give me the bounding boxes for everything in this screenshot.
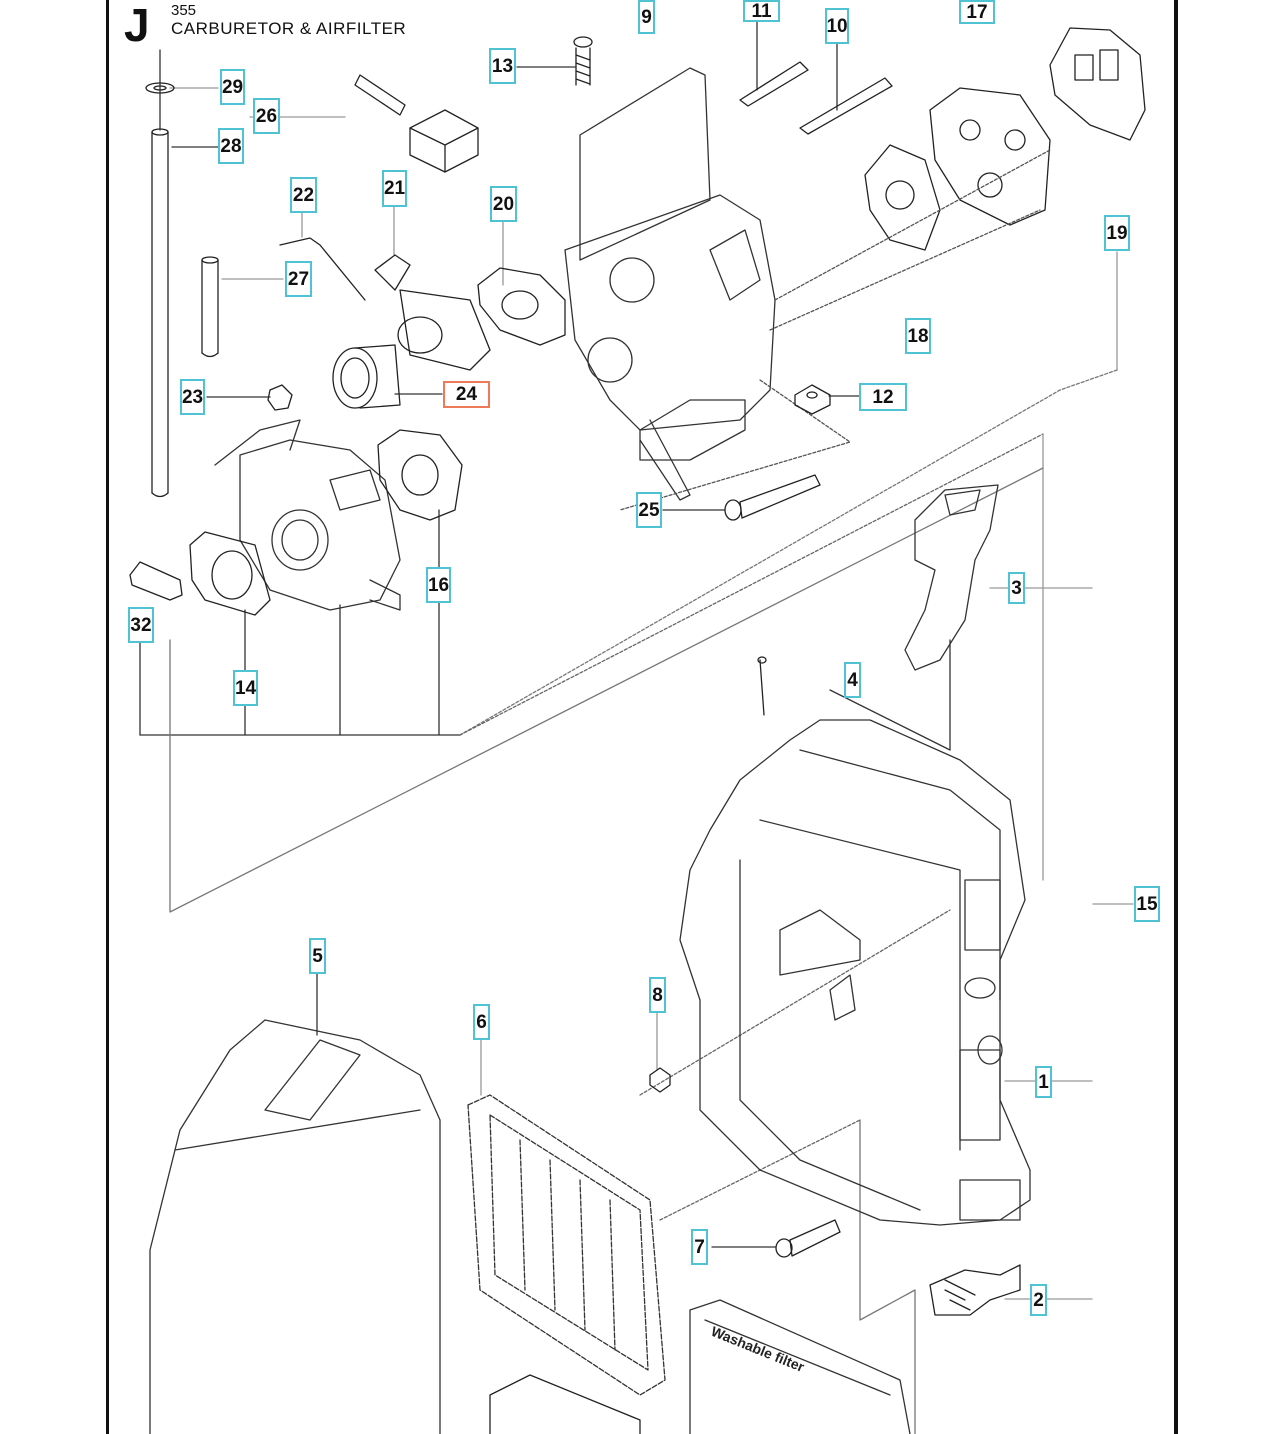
part-bottom-block <box>489 1374 641 1434</box>
callout-12[interactable]: 12 <box>859 383 907 411</box>
part-16-gasket <box>377 429 463 521</box>
part-20-gasket <box>477 267 566 346</box>
part-23-nut <box>267 384 293 411</box>
part-25-bolt <box>724 474 821 521</box>
part-27-pipe <box>201 256 219 358</box>
part-32-clip <box>129 561 183 601</box>
callout-26[interactable]: 26 <box>253 98 280 134</box>
part-7-screw <box>775 1219 841 1258</box>
part-12-nut <box>794 384 831 415</box>
part-5-airfilter-cover <box>149 1019 441 1434</box>
callout-3[interactable]: 3 <box>1008 572 1025 604</box>
page-border-left <box>106 0 109 1434</box>
part-11-bolt <box>739 61 809 107</box>
part-22-spring <box>279 237 366 301</box>
part-1-air-filter-housing <box>679 719 1031 1226</box>
washable-filter-text: Washable filter <box>709 1323 807 1375</box>
callout-25[interactable]: 25 <box>636 492 662 528</box>
part-3-bracket <box>904 484 999 671</box>
callout-20[interactable]: 20 <box>490 186 517 222</box>
callout-27[interactable]: 27 <box>285 261 312 297</box>
leader-lines <box>139 21 1134 1434</box>
callout-13[interactable]: 13 <box>489 48 516 84</box>
part-17-gasket <box>1049 27 1146 141</box>
callout-11[interactable]: 11 <box>743 0 780 22</box>
part-8-nut <box>649 1067 671 1093</box>
part-26-connector <box>354 74 479 173</box>
callout-1[interactable]: 1 <box>1035 1066 1052 1098</box>
carburetor-body <box>214 419 401 611</box>
callout-2[interactable]: 2 <box>1030 1284 1047 1316</box>
washable-filter <box>689 1299 911 1434</box>
section-title: CARBURETOR & AIRFILTER <box>171 19 407 38</box>
part-10-bolt <box>799 77 893 135</box>
callout-23[interactable]: 23 <box>180 379 205 415</box>
callout-21[interactable]: 21 <box>382 170 407 207</box>
callout-29[interactable]: 29 <box>220 69 245 105</box>
part-9-intake-housing <box>564 67 776 501</box>
page-border-right <box>1174 0 1178 1434</box>
part-14-gasket <box>189 531 271 616</box>
callout-14[interactable]: 14 <box>233 670 258 706</box>
callout-4[interactable]: 4 <box>844 662 861 698</box>
part-24-filter-sleeve <box>332 344 401 409</box>
callout-18[interactable]: 18 <box>905 318 931 354</box>
part-29-washer <box>145 82 175 94</box>
callout-7[interactable]: 7 <box>691 1229 708 1265</box>
part-21-screw-assembly <box>374 254 491 371</box>
part-6-air-filter <box>467 1094 666 1396</box>
callout-19[interactable]: 19 <box>1104 215 1130 251</box>
callout-6[interactable]: 6 <box>473 1004 490 1040</box>
part-4-rod <box>757 656 767 716</box>
callout-15[interactable]: 15 <box>1134 886 1160 922</box>
callout-22[interactable]: 22 <box>290 177 317 213</box>
section-letter: J <box>124 0 150 51</box>
callout-24-selected[interactable]: 24 <box>443 381 490 408</box>
part-10-flange <box>864 144 941 251</box>
model-number: 355 <box>171 2 197 19</box>
callout-17[interactable]: 17 <box>959 0 995 24</box>
callout-5[interactable]: 5 <box>309 938 326 974</box>
part-2-clip <box>929 1264 1021 1316</box>
part-28-tube <box>151 128 169 498</box>
part-13-screw <box>573 36 593 86</box>
callout-9[interactable]: 9 <box>638 0 655 34</box>
callout-10[interactable]: 10 <box>825 8 849 44</box>
callout-8[interactable]: 8 <box>649 977 666 1013</box>
callout-28[interactable]: 28 <box>218 128 244 164</box>
callout-16[interactable]: 16 <box>426 567 451 603</box>
part-19-insulator <box>929 87 1051 226</box>
callout-32[interactable]: 32 <box>128 607 154 643</box>
